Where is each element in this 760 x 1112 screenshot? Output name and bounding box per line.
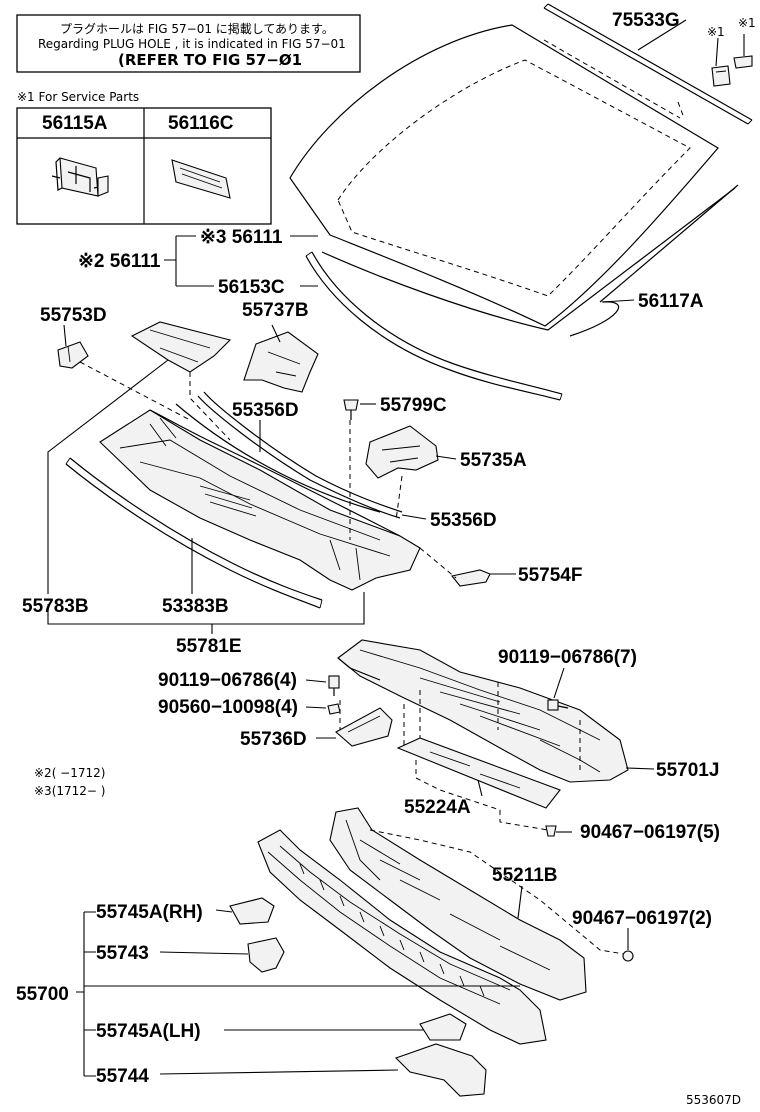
- label-55744: 55744: [96, 1066, 149, 1087]
- clip-90467-5: [545, 825, 557, 837]
- cowl-cover-panel: [130, 321, 232, 373]
- bracket-55745a-rh: [229, 897, 275, 925]
- molding-clip-b: [733, 55, 753, 69]
- label-55735a: 55735A: [460, 450, 527, 471]
- insulator-55224a: [396, 737, 561, 809]
- notice-box: プラグホールは FIG 57−01 に掲載してあります。 Regarding P…: [16, 14, 361, 73]
- label-55754f: 55754F: [518, 565, 582, 586]
- cowl-brace-55211b: [329, 807, 587, 1001]
- dash-panel-55700: [257, 829, 547, 1045]
- label-90119-4: 90119−06786(4): [158, 670, 297, 691]
- notice-line-jp: プラグホールは FIG 57−01 に掲載してあります。: [60, 21, 334, 36]
- cowl-louver-55781e: [99, 409, 421, 591]
- label-56153c: 56153C: [218, 277, 285, 298]
- label-mark1-b: ※1: [738, 16, 756, 30]
- label-55743: 55743: [96, 943, 149, 964]
- bracket-55737b: [243, 331, 319, 393]
- bracket-55736d: [335, 707, 393, 747]
- lower-seal-56153c: [305, 251, 563, 401]
- label-90560-4: 90560−10098(4): [158, 697, 298, 718]
- cowl-panel-55701j: [337, 639, 629, 783]
- label-55356d-b: 55356D: [430, 510, 497, 531]
- footnote-mark3: ※3(1712− ): [34, 784, 105, 798]
- service-part-56115a: 56115A: [42, 113, 108, 134]
- clip-56115a-drawing: [51, 157, 109, 197]
- label-55745a-rh: 55745A(RH): [96, 902, 203, 923]
- clip-55799c: [343, 399, 359, 420]
- label-75533g: 75533G: [612, 10, 680, 31]
- seal-53383b: [65, 457, 323, 609]
- footnotes: ※2( −1712) ※3(1712− ): [34, 766, 105, 798]
- label-90467-2: 90467−06197(2): [572, 908, 712, 929]
- part-labels: 75533G ※1 ※1 ※3 56111 ※2 56111 56153C 56…: [16, 10, 756, 1087]
- label-90467-5: 90467−06197(5): [580, 822, 720, 843]
- label-55211b: 55211B: [492, 865, 558, 886]
- label-55224a: 55224A: [404, 797, 471, 818]
- label-55783b: 55783B: [22, 596, 89, 617]
- bolt-90119-7: [547, 699, 569, 711]
- label-56111-mark3: ※3 56111: [200, 227, 283, 248]
- bracket-55745a-lh: [419, 1013, 467, 1041]
- clip-56116c-drawing: [171, 159, 231, 199]
- label-53383b: 53383B: [162, 596, 229, 617]
- label-55799c: 55799C: [380, 395, 447, 416]
- molding-clip-a: [711, 65, 731, 87]
- label-55701j: 55701J: [656, 760, 719, 781]
- label-55700: 55700: [16, 984, 69, 1005]
- service-part-56116c: 56116C: [168, 113, 234, 134]
- service-parts-table: ※1 For Service Parts 56115A 56116C: [16, 90, 272, 225]
- bolt-90119-4: [328, 675, 340, 696]
- label-55745a-lh: 55745A(LH): [96, 1021, 201, 1042]
- label-90119-7: 90119−06786(7): [498, 647, 637, 668]
- nut-90560: [327, 703, 341, 715]
- label-55736d: 55736D: [240, 729, 307, 750]
- footnote-mark2: ※2( −1712): [34, 766, 105, 780]
- upper-molding-75533g: [543, 3, 753, 125]
- bracket-55744: [394, 1043, 487, 1097]
- bracket-55743: [247, 937, 285, 973]
- service-parts-title: ※1 For Service Parts: [17, 90, 139, 104]
- bracket-55735a: [365, 425, 439, 479]
- bracket-55753d: [57, 341, 89, 369]
- label-55753d: 55753D: [40, 305, 107, 326]
- windshield-glass: [289, 24, 736, 331]
- side-molding-56117a: [569, 184, 739, 337]
- figure-code: 553607D: [686, 1093, 741, 1107]
- label-55737b: 55737B: [242, 300, 309, 321]
- notice-line-ref: (REFER TO FIG 57−Ø1: [118, 51, 302, 69]
- notice-line-en: Regarding PLUG HOLE , it is indicated in…: [38, 37, 346, 51]
- label-56111-mark2: ※2 56111: [78, 251, 161, 272]
- label-55356d-a: 55356D: [232, 400, 299, 421]
- clip-90467-2: [622, 950, 634, 962]
- clip-55754f: [451, 569, 491, 587]
- leader-lines: [47, 19, 745, 1077]
- label-55781e: 55781E: [176, 636, 242, 657]
- seal-55356d-upper: [197, 391, 403, 519]
- label-mark1-a: ※1: [707, 25, 725, 39]
- label-56117a: 56117A: [638, 291, 704, 312]
